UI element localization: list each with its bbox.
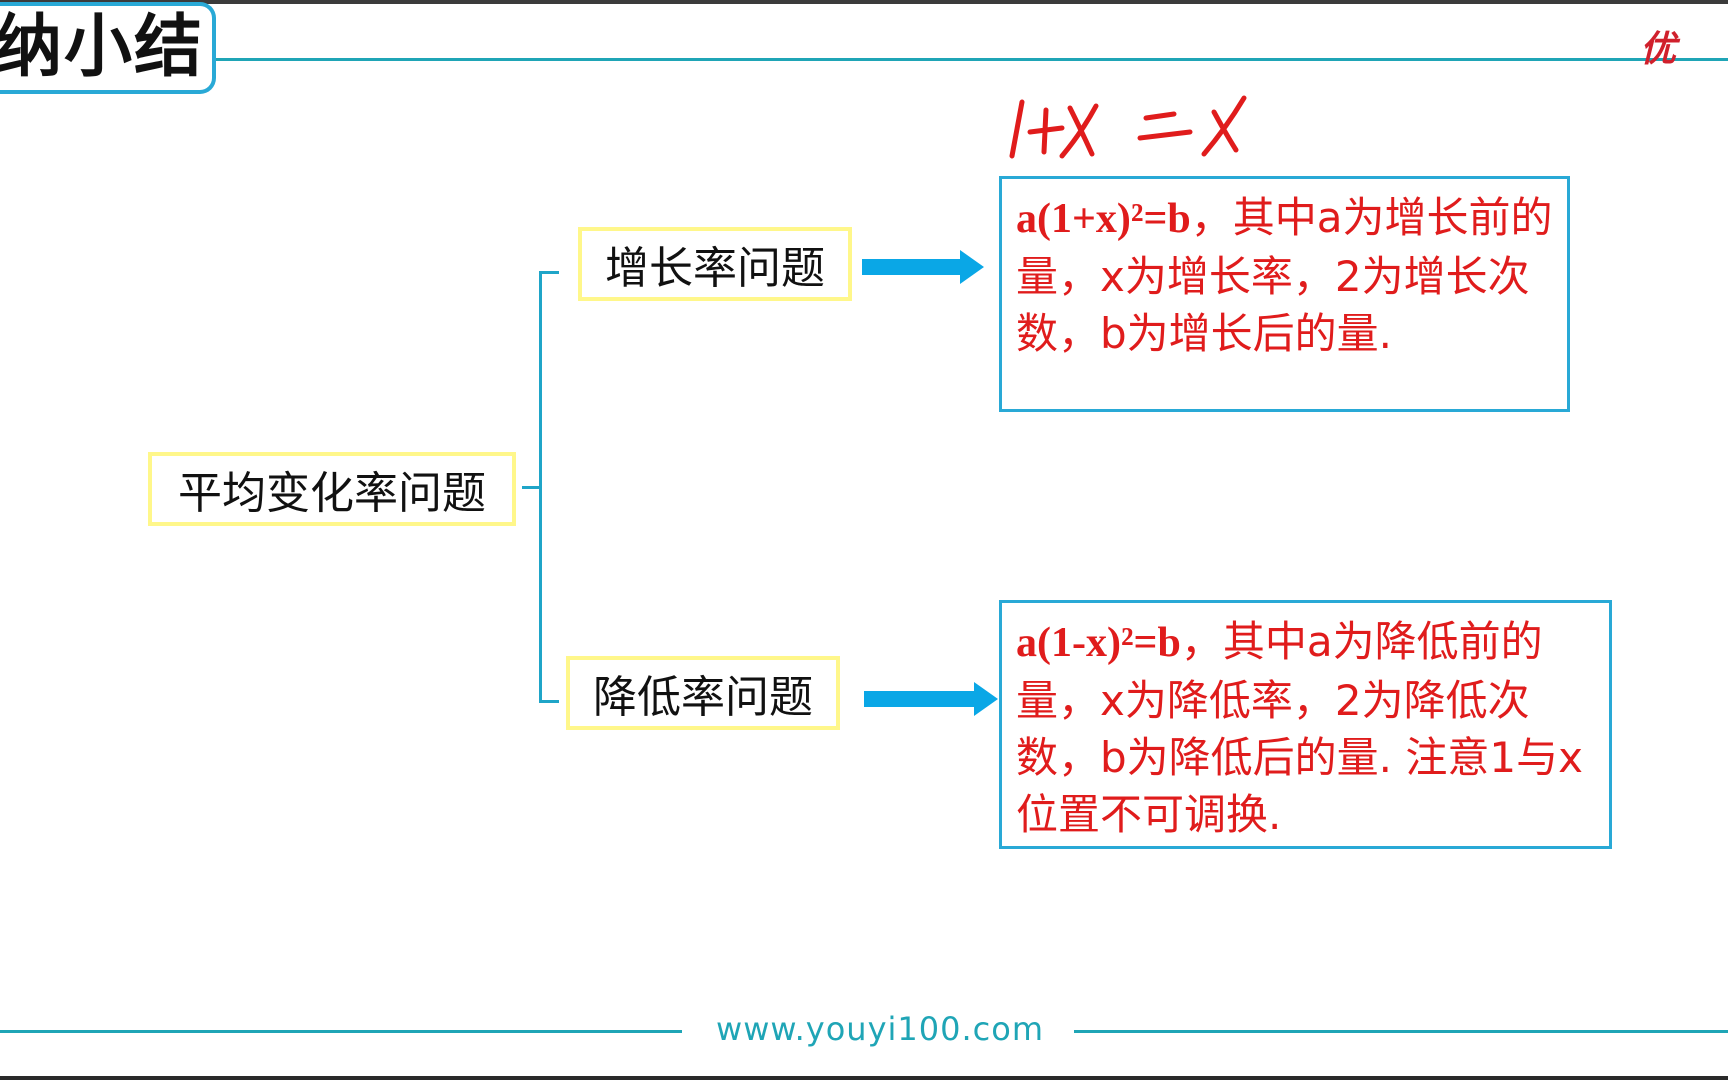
title-tab <box>0 2 216 94</box>
decline-formula: a(1-x)²=b <box>1016 620 1181 666</box>
footer-divider-right <box>1074 1030 1728 1033</box>
handwritten-annotation <box>1009 95 1247 159</box>
growth-description: ，其中a为增长前的量，x为增长率，2为增长次数，b为增长后的量. <box>1016 193 1553 358</box>
growth-arrow <box>862 250 984 284</box>
growth-formula-box: a(1+x)²=b，其中a为增长前的量，x为增长率，2为增长次数，b为增长后的量… <box>999 176 1570 412</box>
bracket-stub <box>522 486 542 489</box>
bracket-top <box>539 271 559 274</box>
growth-formula: a(1+x)²=b <box>1016 196 1191 242</box>
root-node: 平均变化率问题 <box>148 452 516 526</box>
top-border <box>0 0 1728 4</box>
bottom-border <box>0 1076 1728 1080</box>
footer-url: www.youyi100.com <box>716 1010 1044 1048</box>
decline-arrow <box>864 682 998 716</box>
brand-logo: 优 <box>1640 29 1677 70</box>
bracket-vertical <box>539 271 542 703</box>
header-divider-right <box>1630 58 1728 61</box>
bracket-bottom <box>539 700 559 703</box>
decline-formula-box: a(1-x)²=b，其中a为降低前的量，x为降低率，2为降低次数，b为降低后的量… <box>999 600 1612 849</box>
header-divider <box>200 58 1630 61</box>
page-title: 纳小结 <box>0 8 205 87</box>
decline-description: ，其中a为降低前的量，x为降低率，2为降低次数，b为降低后的量. 注意1与x位置… <box>1016 617 1583 839</box>
footer-divider-left <box>0 1030 682 1033</box>
decline-rate-node: 降低率问题 <box>566 656 840 730</box>
growth-rate-node: 增长率问题 <box>578 227 852 301</box>
